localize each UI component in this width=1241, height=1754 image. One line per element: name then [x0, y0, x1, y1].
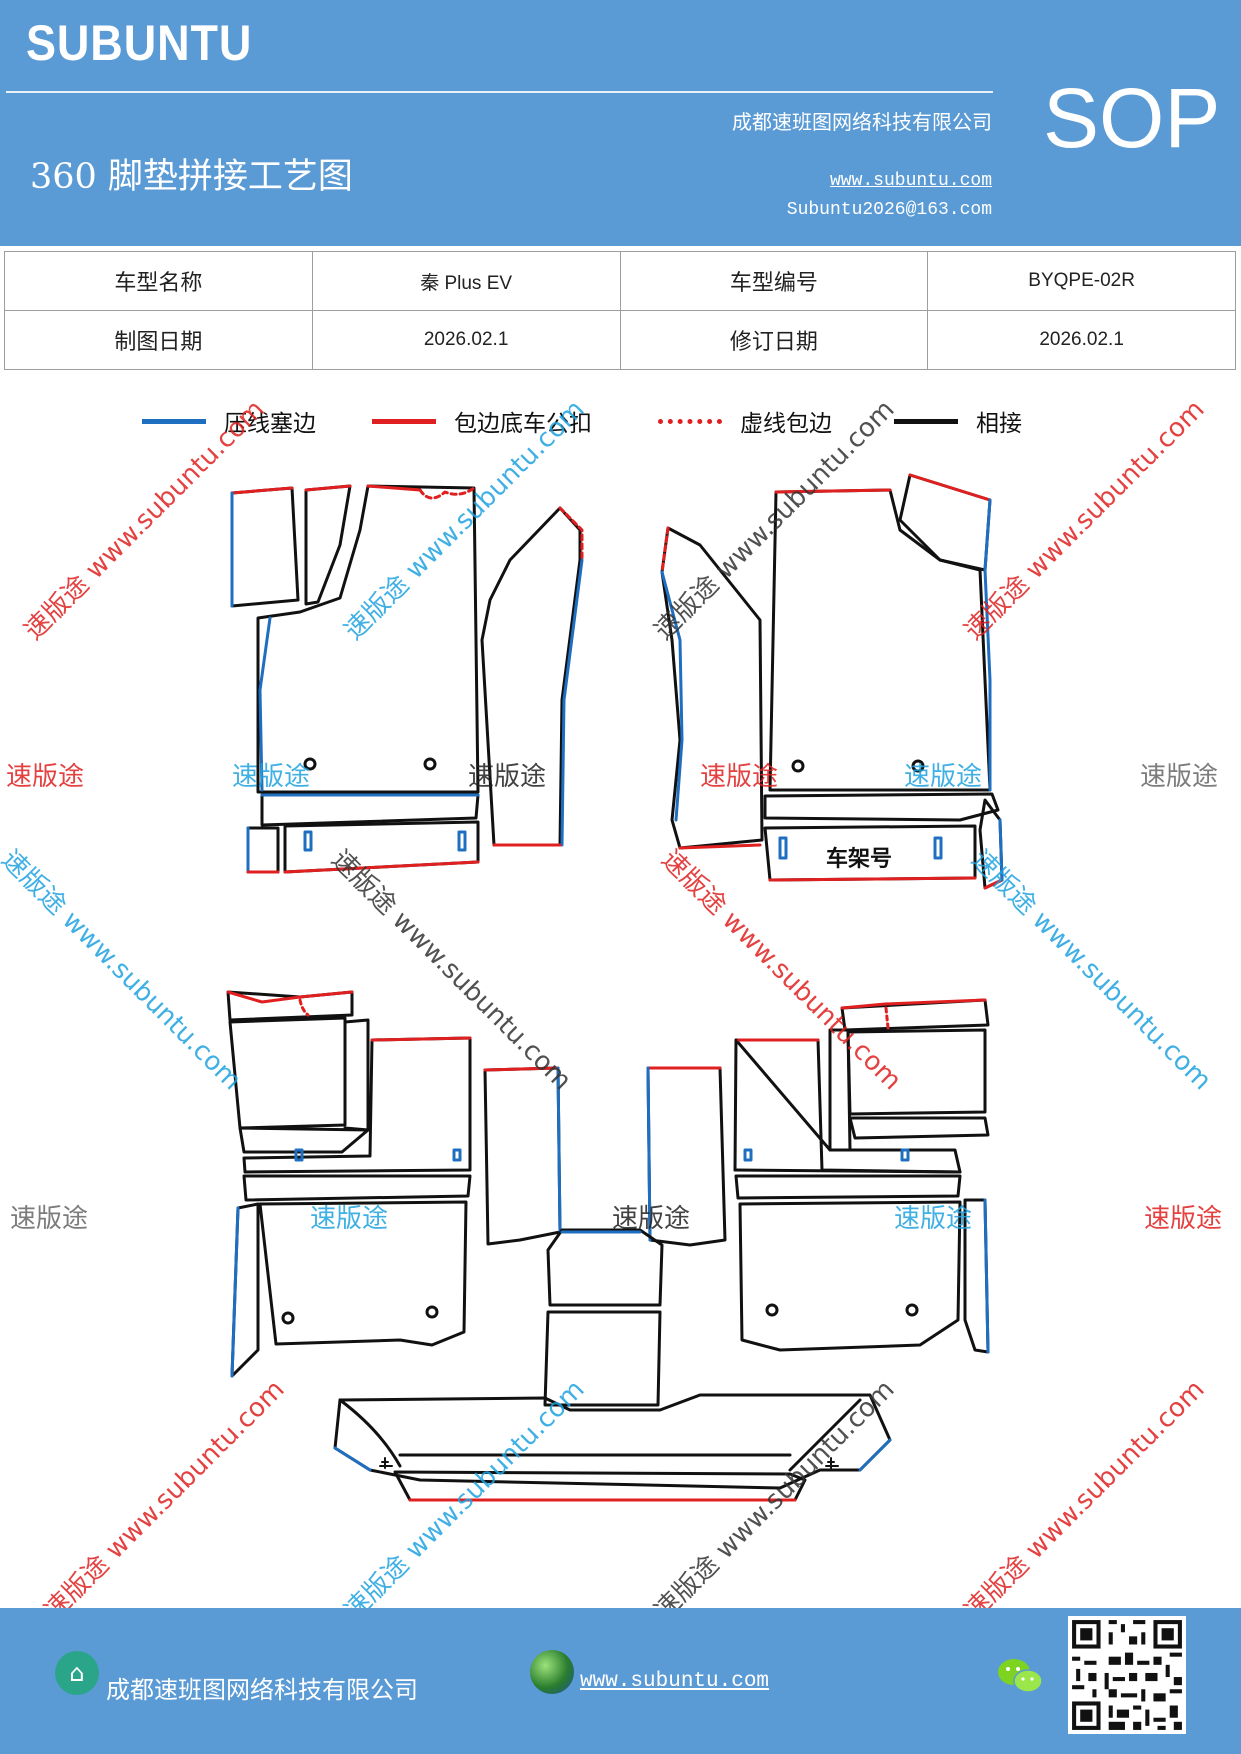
- draw-date-label: 制图日期: [4, 310, 313, 370]
- rear-left-mat-group: [226, 990, 562, 1378]
- watermark: 速版途: [1144, 1204, 1223, 1234]
- revise-date-label: 修订日期: [619, 310, 929, 370]
- model-code-value: BYQPE-02R: [927, 251, 1236, 311]
- watermark: 速版途: [10, 1204, 89, 1234]
- watermark: 速版途: [310, 1204, 389, 1234]
- table-row: 车型名称 秦 Plus EV 车型编号 BYQPE-02R: [4, 251, 1236, 311]
- home-icon: ⌂: [55, 1651, 99, 1695]
- rear-right-mat-group: [646, 998, 990, 1354]
- frame-number-label: 车架号: [826, 846, 892, 872]
- watermark: 速版途: [6, 762, 85, 792]
- header-divider: [6, 91, 993, 93]
- legend-label: 虚线包边: [740, 411, 832, 437]
- qr-code[interactable]: [1068, 1616, 1186, 1734]
- wechat-icon[interactable]: [996, 1656, 1044, 1696]
- sop-badge: SOP: [1043, 71, 1221, 165]
- watermark: 速版途: [1140, 762, 1219, 792]
- legend-item-press-line: 压线塞边: [142, 403, 316, 439]
- legend-label: 包边底车公扣: [454, 411, 592, 437]
- model-name-value: 秦 Plus EV: [311, 251, 621, 311]
- vehicle-info-table: 车型名称 秦 Plus EV 车型编号 BYQPE-02R 制图日期 2026.…: [4, 251, 1236, 370]
- header-website-link[interactable]: www.subuntu.com: [829, 171, 992, 191]
- front-left-mat-group: [230, 484, 584, 874]
- legend-swatch: [894, 418, 958, 424]
- legend-swatch: [372, 418, 436, 424]
- globe-icon: [530, 1650, 574, 1694]
- brand-logo: SUBUNTU: [26, 15, 253, 71]
- legend-swatch: [142, 418, 206, 424]
- footer-website-link[interactable]: www.subuntu.com: [580, 1670, 770, 1693]
- legend-item-joint: 相接: [894, 403, 1022, 439]
- table-row: 制图日期 2026.02.1 修订日期 2026.02.1: [4, 310, 1236, 370]
- watermark: 速版途: [612, 1204, 691, 1234]
- watermark: 速版途: [232, 762, 311, 792]
- legend-item-dotted-trim: 虚线包边: [658, 403, 832, 439]
- header-email[interactable]: Subuntu2026@163.com: [786, 200, 992, 220]
- footer-company: 成都速班图网络科技有限公司: [106, 1676, 418, 1704]
- header-company: 成都速班图网络科技有限公司: [732, 110, 992, 134]
- legend-swatch: [658, 418, 722, 424]
- footer-banner: ⌂ 成都速班图网络科技有限公司 www.subuntu.com: [0, 1608, 1241, 1754]
- model-name-label: 车型名称: [4, 251, 313, 311]
- legend-label: 相接: [976, 411, 1022, 437]
- legend-item-trim-clip: 包边底车公扣: [372, 403, 592, 439]
- floor-mat-diagram: 车架号: [226, 473, 1004, 1502]
- front-right-mat-group: [660, 473, 1004, 890]
- watermark: 速版途: [904, 762, 983, 792]
- legend-label: 压线塞边: [224, 411, 316, 437]
- revise-date-value: 2026.02.1: [927, 310, 1236, 370]
- center-hump-mat-group: [543, 1228, 664, 1407]
- watermark: 速版途: [468, 762, 547, 792]
- watermark: 速版途: [700, 762, 779, 792]
- document-title: 360 脚垫拼接工艺图: [30, 157, 353, 197]
- header-banner: SUBUNTU 成都速班图网络科技有限公司 360 脚垫拼接工艺图 www.su…: [0, 0, 1241, 246]
- draw-date-value: 2026.02.1: [311, 310, 621, 370]
- model-code-label: 车型编号: [619, 251, 929, 311]
- rear-long-mat-group: [333, 1393, 892, 1502]
- watermark: 速版途: [894, 1204, 973, 1234]
